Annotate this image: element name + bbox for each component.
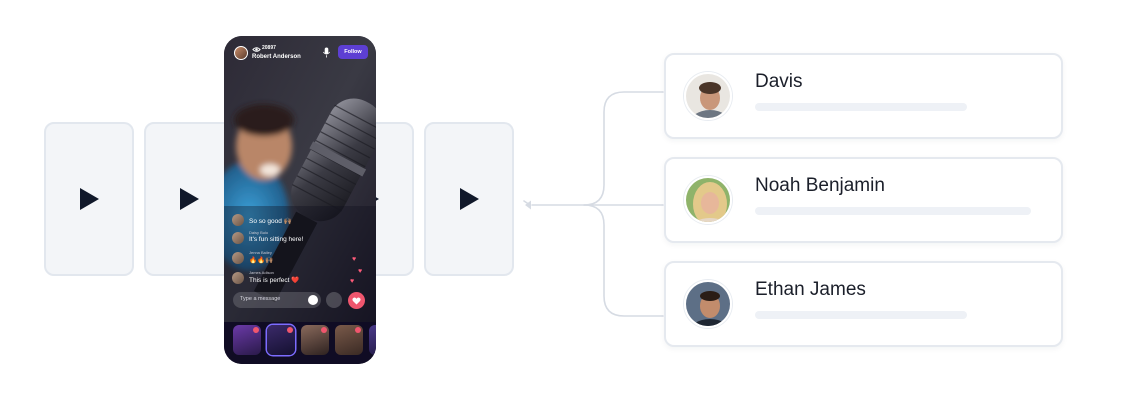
emoji-icon[interactable]: [308, 295, 318, 305]
live-badge: [287, 327, 293, 333]
heart-icon: [352, 297, 361, 305]
avatar: [684, 280, 732, 328]
placeholder-line: [755, 207, 1031, 215]
follow-button[interactable]: Follow: [338, 45, 368, 59]
live-thumbnail-strip: [224, 322, 376, 364]
avatar: [684, 72, 732, 120]
message-placeholder: Type a message: [240, 296, 281, 302]
host-avatar[interactable]: [234, 46, 248, 60]
message-input[interactable]: Type a message: [233, 292, 321, 308]
user-card-davis[interactable]: Davis: [664, 53, 1063, 139]
user-name: Ethan James: [755, 279, 866, 300]
floating-heart-icon: ♥: [352, 256, 357, 263]
commenter-avatar: [232, 252, 244, 264]
play-icon: [80, 188, 99, 210]
floating-heart-icon: ♥: [358, 268, 363, 275]
play-icon: [460, 188, 479, 210]
live-thumbnail[interactable]: [233, 325, 261, 355]
chat-comment: So so good 🙌🏽: [232, 214, 342, 228]
video-tile[interactable]: [424, 122, 514, 276]
commenter-avatar: [232, 214, 244, 226]
chat-comment: Daisy Buio It's fun sitting here!: [232, 230, 342, 246]
avatar: [684, 176, 732, 224]
viewer-count: 20897: [262, 45, 276, 51]
commenter-avatar: [232, 272, 244, 284]
gift-button[interactable]: [326, 292, 342, 308]
video-tile[interactable]: [144, 122, 234, 276]
microphone-icon[interactable]: [322, 47, 331, 58]
phone-livestream: 20897 Robert Anderson Follow So so good …: [224, 36, 376, 364]
user-name: Davis: [755, 71, 803, 92]
comment-text: This is perfect ❤️: [249, 277, 300, 284]
comment-text: It's fun sitting here!: [249, 236, 304, 243]
user-card-noah-benjamin[interactable]: Noah Benjamin: [664, 157, 1063, 243]
live-thumbnail[interactable]: [267, 325, 295, 355]
commenter-avatar: [232, 232, 244, 244]
video-tile[interactable]: [44, 122, 134, 276]
chat-comment: Jenna Bailey 🔥🔥🙌🏽: [232, 250, 342, 266]
play-icon: [180, 188, 199, 210]
placeholder-line: [755, 103, 967, 111]
user-card-ethan-james[interactable]: Ethan James: [664, 261, 1063, 347]
placeholder-line: [755, 311, 967, 319]
comment-text: So so good 🙌🏽: [249, 218, 292, 225]
arrowhead-icon: [525, 200, 531, 210]
live-thumbnail[interactable]: [301, 325, 329, 355]
comment-text: 🔥🔥🙌🏽: [249, 257, 274, 264]
stream-video: [224, 36, 376, 322]
live-badge: [253, 327, 259, 333]
stream-header: 20897 Robert Anderson Follow: [232, 44, 368, 64]
commenter-name: Daisy Buio: [249, 230, 269, 235]
commenter-name: James Adison: [249, 270, 274, 275]
live-thumbnail[interactable]: [335, 325, 363, 355]
floating-heart-icon: ♥: [350, 278, 355, 285]
live-badge: [321, 327, 327, 333]
eye-icon: [252, 47, 261, 52]
user-name: Noah Benjamin: [755, 175, 885, 196]
live-badge: [355, 327, 361, 333]
live-thumbnail[interactable]: [369, 325, 376, 355]
commenter-name: Jenna Bailey: [249, 250, 272, 255]
chat-comment: James Adison This is perfect ❤️: [232, 270, 342, 286]
like-button[interactable]: [348, 292, 365, 309]
host-name: Robert Anderson: [252, 54, 301, 60]
